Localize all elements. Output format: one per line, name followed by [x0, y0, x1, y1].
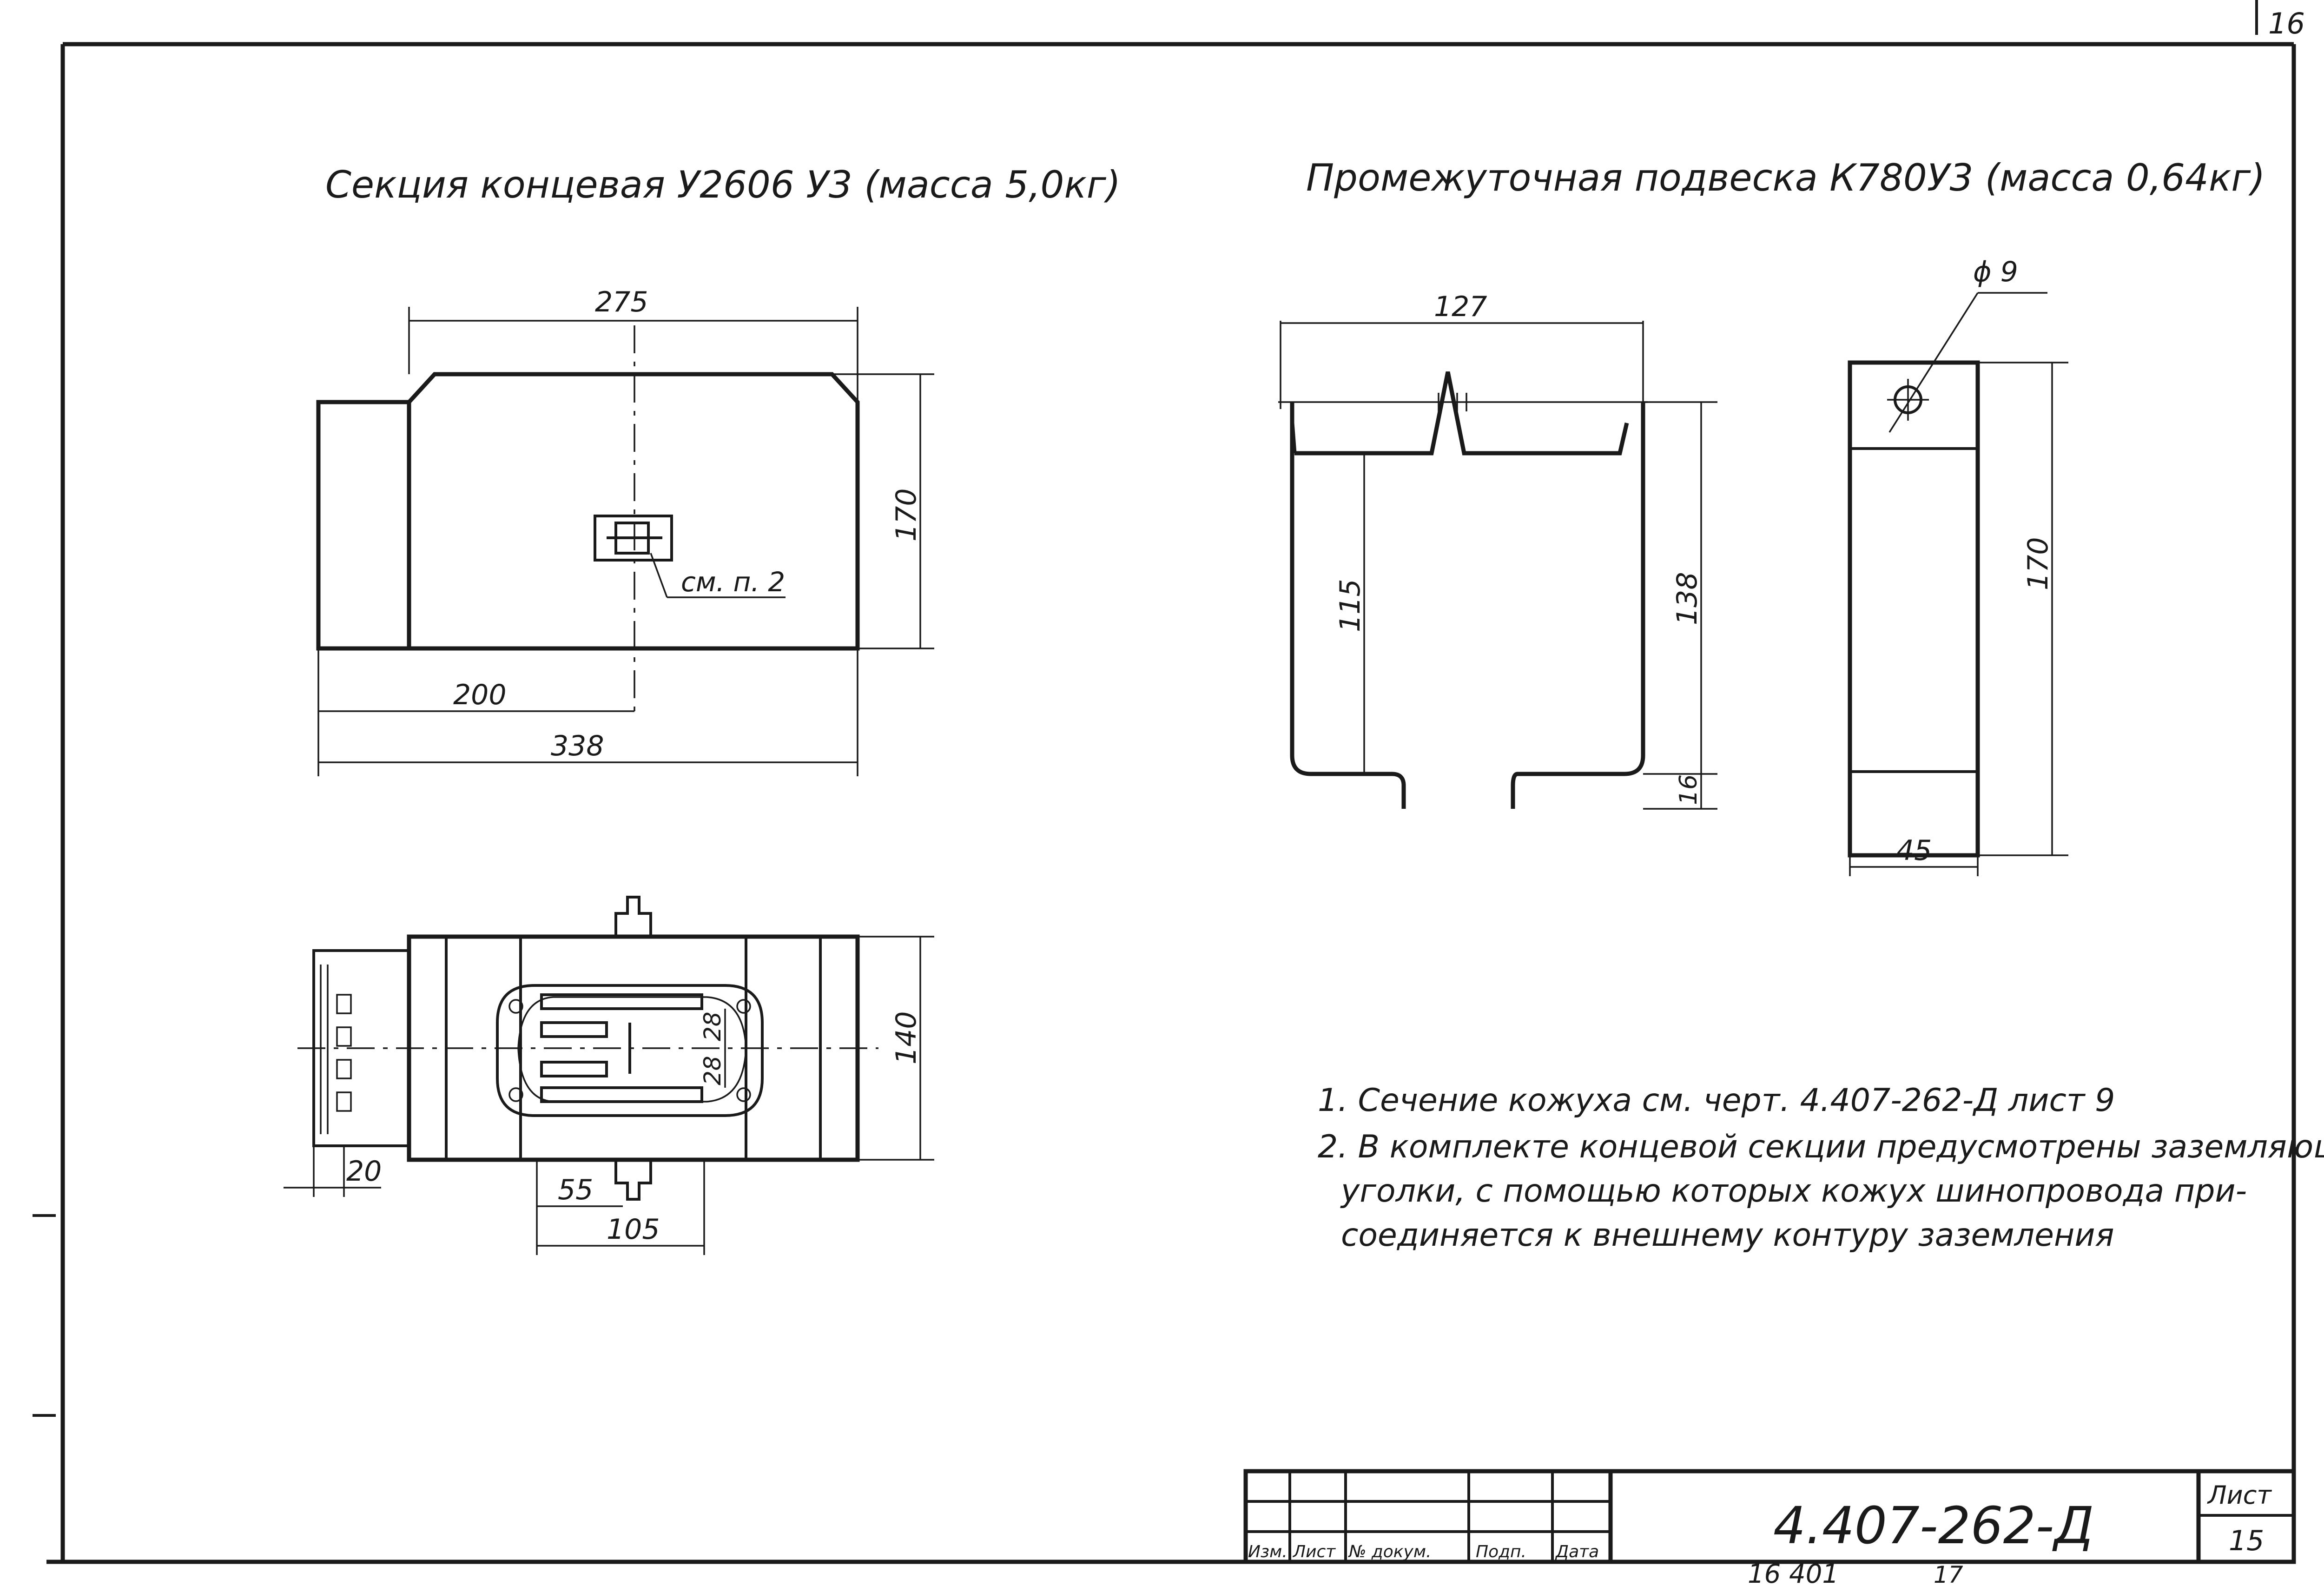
note-1: 1. Сечение кожуха см. черт. 4.407-262-Д …: [1318, 1082, 2115, 1119]
dim-20: 20: [346, 1155, 382, 1188]
title-block-col-signature: Подп.: [1476, 1542, 1526, 1561]
dim-105: 105: [607, 1213, 660, 1246]
note-2-line-3: соединяется к внешнему контуру заземлени…: [1341, 1217, 2114, 1254]
hanger-side-view: ϕ 9 170 45: [1848, 256, 2068, 876]
dim-hole-diameter: ϕ 9: [1973, 256, 2018, 288]
note-2-line-2: уголки, с помощью которых кожух шинопров…: [1340, 1173, 2247, 1209]
dim-338: 338: [551, 730, 604, 762]
corner-sheet-number: 16: [2268, 7, 2305, 40]
end-section-plan-view: 28 28 140 20 55 105: [284, 896, 934, 1255]
dim-45: 45: [1896, 834, 1932, 867]
dim-28-lower: 28: [699, 1056, 726, 1085]
hanger-title: Промежуточная подвеска К780У3 (масса 0,6…: [1306, 156, 2265, 199]
title-block-col-date: Дата: [1555, 1542, 1599, 1561]
dim-127: 127: [1434, 291, 1487, 323]
dim-140: 140: [890, 1011, 923, 1064]
sheet-label: Лист: [2207, 1480, 2272, 1510]
title-block: Изм. Лист № докум. Подп. Дата 4.407-262-…: [1243, 1469, 2296, 1586]
title-block-col-change: Изм.: [1248, 1542, 1287, 1561]
callout-see-note-2: см. п. 2: [681, 566, 785, 598]
dim-170-hanger: 170: [2022, 537, 2054, 590]
dim-200: 200: [453, 679, 507, 711]
note-2-line-1: 2. В комплекте концевой секции предусмот…: [1318, 1129, 2324, 1165]
dim-16: 16: [1675, 774, 1703, 805]
notes: 1. Сечение кожуха см. черт. 4.407-262-Д …: [1318, 1082, 2324, 1254]
dim-55: 55: [558, 1174, 593, 1206]
inventory-number: 16 401: [1748, 1559, 1839, 1586]
dim-138: 138: [1671, 572, 1703, 625]
dim-170-end-section: 170: [890, 488, 923, 542]
hanger-drawing: Промежуточная подвеска К780У3 (масса 0,6…: [1278, 156, 2265, 876]
inventory-suffix: 17: [1934, 1561, 1963, 1586]
dim-28-upper: 28: [699, 1011, 726, 1041]
end-section-drawing: Секция концевая У2606 У3 (масса 5,0кг) с…: [284, 163, 1121, 1255]
hanger-front-view: 127 115 138 16: [1278, 291, 1717, 810]
title-block-col-doc-number: № докум.: [1348, 1542, 1431, 1561]
end-section-title: Секция концевая У2606 У3 (масса 5,0кг): [325, 163, 1121, 206]
document-code: 4.407-262-Д: [1773, 1496, 2094, 1555]
sheet-frame: 16: [33, 0, 2305, 1564]
sheet-number: 15: [2229, 1525, 2264, 1557]
title-block-col-sheet: Лист: [1292, 1542, 1336, 1561]
dim-275: 275: [595, 286, 648, 318]
end-section-front-view: см. п. 2 275 170 200 338: [316, 286, 934, 776]
dim-115: 115: [1334, 579, 1367, 632]
